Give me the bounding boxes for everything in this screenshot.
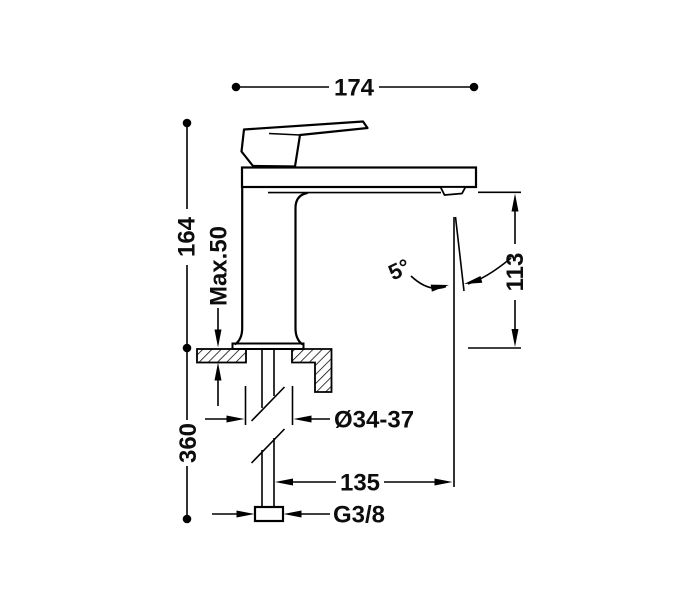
arrow-right [434, 478, 453, 486]
dim-outlet-angle: 5° [384, 254, 512, 292]
arrow-up [511, 193, 519, 212]
arrow-down [511, 329, 519, 347]
arrow-right [226, 415, 245, 423]
arrow-left [464, 275, 483, 284]
dim-label-135: 135 [340, 470, 380, 497]
dim-max-deck-thickness: Max.50 [206, 226, 233, 406]
arrow-left [283, 510, 302, 518]
countertop-section [196, 348, 333, 393]
arrow-down [214, 329, 222, 348]
faucet-handle-inner-edge [268, 132, 301, 136]
dim-dot [182, 514, 192, 524]
arrow-up [214, 362, 222, 381]
faucet-handle [240, 120, 369, 168]
dim-outlet-height: 113 [468, 191, 529, 349]
dim-below-deck-length: 360 [175, 352, 202, 524]
faucet-outline [231, 120, 478, 350]
dim-label-113: 113 [502, 253, 529, 292]
supply-hose [250, 349, 286, 523]
hose-connector-box [253, 505, 285, 523]
dim-label-164: 164 [174, 216, 201, 257]
faucet-base-plate [231, 342, 305, 350]
dim-dot [469, 82, 479, 92]
dim-label-diameter: Ø34-37 [334, 407, 414, 434]
dim-label-thread: G3/8 [333, 502, 385, 529]
dim-dot [182, 118, 192, 128]
hose-break-upper [250, 386, 286, 422]
dim-label-174: 174 [334, 75, 375, 102]
faucet-column-right-edge [294, 191, 309, 346]
dim-dot [182, 343, 192, 353]
dim-label-5deg: 5° [384, 254, 414, 286]
dim-hole-diameter: Ø34-37 [205, 386, 414, 434]
faucet-spout-body [240, 166, 478, 189]
arrow-left [293, 415, 312, 423]
stream-tilted-line [454, 216, 465, 292]
countertop-hatch-left [196, 348, 247, 364]
leader-left [410, 275, 447, 290]
countertop-hatch-right [291, 348, 333, 393]
dim-label-360: 360 [175, 423, 202, 463]
dim-dot [231, 82, 241, 92]
arrow-right [236, 510, 255, 518]
dim-outlet-reach: 135 [275, 470, 453, 497]
stream-reference [453, 216, 465, 487]
dim-label-max50: Max.50 [206, 226, 233, 306]
dim-connection-thread: G3/8 [212, 502, 385, 529]
hose-break-lower [250, 428, 286, 464]
faucet-spout-outlet [439, 186, 467, 196]
faucet-column-left-edge [234, 185, 244, 346]
dim-overall-height: 164 [174, 118, 201, 353]
arrow-right [430, 284, 449, 292]
dim-overall-width: 174 [231, 75, 479, 102]
